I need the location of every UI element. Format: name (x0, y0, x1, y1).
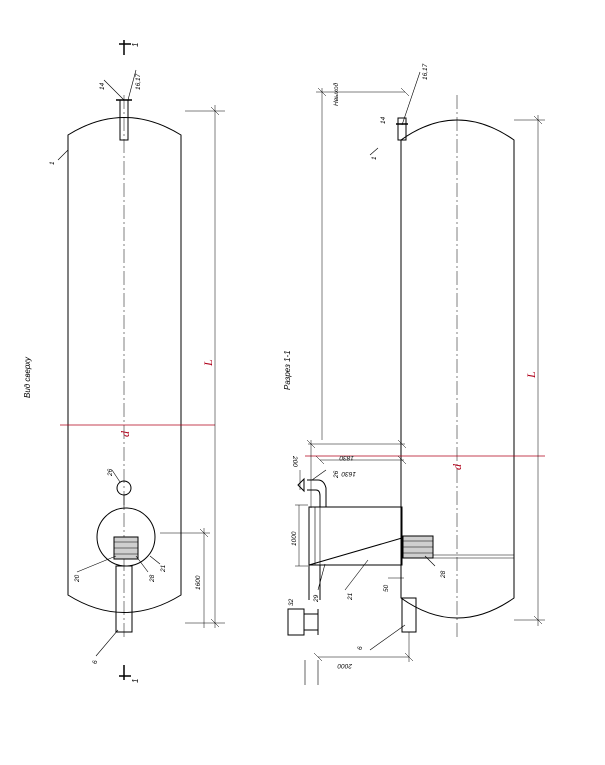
top-view-dimension-length: L (185, 105, 225, 628)
section-element-32 (287, 608, 305, 636)
section-length-label: L (524, 371, 538, 379)
top-view-dimension-1600: 1600 (160, 528, 210, 628)
section-position-32: 32 (288, 598, 295, 606)
top-view-position-21: 21 (160, 564, 167, 573)
section-inlet-elbow (307, 479, 327, 507)
top-view-length-label: L (201, 359, 215, 367)
section-position-29: 29 (313, 594, 320, 603)
section-dimension-length: L (514, 115, 545, 626)
section-valve-26 (297, 477, 305, 493)
top-view-position-1: 1 (49, 161, 56, 165)
section-position-28: 28 (440, 570, 447, 579)
cut-marker-top: 1 (119, 40, 140, 55)
top-view-pipe-6 (115, 565, 133, 633)
top-view-diameter-label: d (118, 430, 132, 437)
section-vessel-body (400, 119, 515, 619)
top-view-position-14: 14 (99, 82, 106, 90)
top-view-position-16-17: 16,17 (135, 73, 142, 90)
section-dimension-200-text: 200 (291, 455, 298, 467)
top-view-dimension-1600-text: 1600 (195, 575, 202, 590)
section-outlet-label: Hвыход (332, 82, 340, 106)
section-position-1: 1 (371, 156, 378, 160)
section-diameter-label: d (450, 463, 464, 470)
section-dimension-1000: 1000 (291, 504, 308, 567)
section-inlet-chamber (308, 506, 403, 566)
section-dimension-1630-text: 1630 (341, 470, 356, 477)
cut-marker-bottom: 1 (119, 665, 140, 683)
section-dimension-1630: 1630 (315, 455, 407, 477)
section-position-21: 21 (347, 592, 354, 601)
section-dimension-1000-text: 1000 (291, 531, 298, 546)
section-dimension-50: 50 (383, 577, 404, 592)
top-view-title: Вид сверху (23, 356, 32, 398)
section-view: Hвыход L d (283, 63, 545, 685)
section-dimension-50-text: 50 (383, 584, 390, 592)
top-view-vessel-body (67, 117, 182, 613)
section-nozzle-14 (397, 117, 407, 141)
section-position-26: 26 (333, 470, 340, 479)
section-dimension-1830-text: 1830 (339, 454, 354, 461)
top-view-position-28: 28 (149, 574, 156, 583)
section-position-6: 6 (357, 646, 364, 650)
cut-marker-number-top: 1 (131, 43, 140, 47)
section-position-16-17: 16,17 (422, 63, 429, 80)
section-dimension-2000: 2000 (313, 632, 414, 669)
top-view: 1 1 L 160 (23, 40, 225, 683)
section-outlet-dimension: Hвыход (316, 82, 410, 440)
section-view-title: Разрез 1-1 (283, 350, 292, 390)
top-view-position-26: 26 (107, 468, 114, 477)
section-dimension-2000-text: 2000 (337, 662, 353, 669)
top-view-position-20: 20 (74, 574, 81, 583)
section-position-14: 14 (380, 116, 387, 124)
cut-marker-number-bottom: 1 (131, 679, 140, 683)
section-dimension-200: 200 (291, 455, 301, 490)
section-dimension-1830: 1830 (306, 439, 407, 508)
top-view-position-6: 6 (92, 660, 99, 664)
